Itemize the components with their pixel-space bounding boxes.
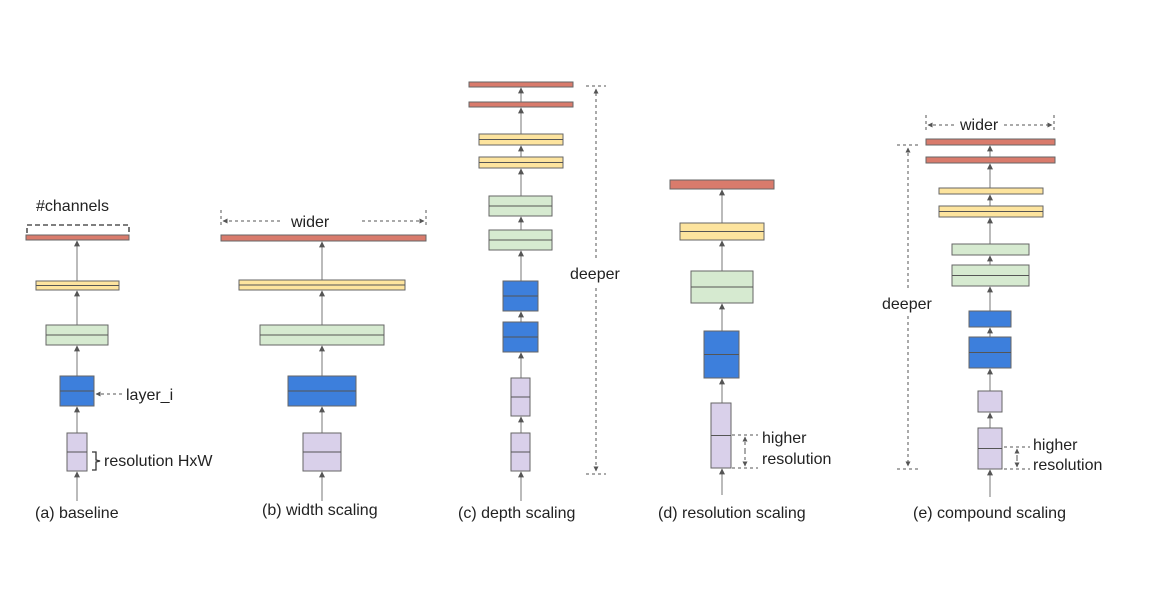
panel-width-scaling: wider (b) width scaling	[220, 210, 427, 519]
layer-stack-depth	[468, 81, 574, 501]
caption-baseline: (a) baseline	[35, 505, 119, 522]
yellow-layer-block	[35, 280, 120, 291]
yellow-layer-block	[478, 133, 564, 146]
purple-layer-block	[302, 432, 342, 472]
yellow-layer-block	[238, 279, 406, 291]
green-layer-block	[259, 324, 385, 346]
layer-stack-baseline	[25, 234, 130, 501]
caption-width-scaling: (b) width scaling	[262, 502, 378, 519]
blue-layer-block	[703, 330, 740, 379]
layer-stack-resolution	[669, 179, 775, 495]
caption-depth-scaling: (c) depth scaling	[458, 505, 575, 522]
red-layer-block	[25, 234, 130, 241]
purple-layer-block	[66, 432, 88, 472]
red-layer-block	[220, 234, 427, 242]
deeper-e-label: deeper	[882, 296, 932, 313]
green-layer-block	[488, 195, 553, 217]
green-layer-block	[690, 270, 754, 304]
purple-layer-block	[977, 390, 1003, 413]
green-layer-block	[951, 243, 1030, 256]
wider-e-label: wider	[959, 117, 999, 134]
panel-resolution-scaling: higher resolution (d) resolution scaling	[658, 179, 831, 522]
purple-layer-block	[510, 432, 531, 472]
layer-stack-compound	[925, 138, 1056, 497]
higher-e-label-line2: resolution	[1033, 457, 1102, 474]
green-layer-block	[45, 324, 109, 346]
resolution-brace	[92, 451, 101, 471]
higher-label-line1: higher	[762, 430, 807, 447]
panel-baseline: #channels layer_i resolution HxW (a) bas…	[25, 198, 213, 522]
panel-depth-scaling: deeper (c) depth scaling	[458, 81, 620, 522]
blue-layer-block	[287, 375, 357, 407]
resolution-label: resolution HxW	[104, 453, 213, 470]
blue-layer-block	[968, 310, 1012, 328]
red-layer-block	[925, 138, 1056, 146]
channels-bracket	[26, 224, 130, 233]
caption-resolution-scaling: (d) resolution scaling	[658, 505, 806, 522]
layer-i-label: layer_i	[126, 387, 173, 404]
red-layer-block	[669, 179, 775, 190]
purple-layer-block	[710, 402, 732, 469]
layer-stack-width	[220, 234, 427, 501]
yellow-layer-block	[478, 156, 564, 169]
deeper-label: deeper	[570, 266, 620, 283]
purple-layer-block	[510, 377, 531, 417]
red-layer-block	[468, 81, 574, 88]
higher-label-line2: resolution	[762, 451, 831, 468]
caption-compound-scaling: (e) compound scaling	[913, 505, 1066, 522]
channels-label: #channels	[36, 198, 109, 215]
green-layer-block	[951, 264, 1030, 287]
blue-layer-block	[968, 336, 1012, 369]
blue-layer-block	[502, 280, 539, 312]
yellow-layer-block	[938, 205, 1044, 218]
higher-e-label-line1: higher	[1033, 437, 1078, 454]
panel-compound-scaling: wider deeper higher resolution (e) compo…	[882, 115, 1102, 522]
green-layer-block	[488, 229, 553, 251]
wider-label: wider	[290, 214, 330, 231]
blue-layer-block	[59, 375, 95, 407]
yellow-layer-block	[938, 187, 1044, 195]
yellow-layer-block	[679, 222, 765, 241]
blue-layer-block	[502, 321, 539, 353]
red-layer-block	[468, 101, 574, 108]
purple-layer-block	[977, 427, 1003, 470]
red-layer-block	[925, 156, 1056, 164]
